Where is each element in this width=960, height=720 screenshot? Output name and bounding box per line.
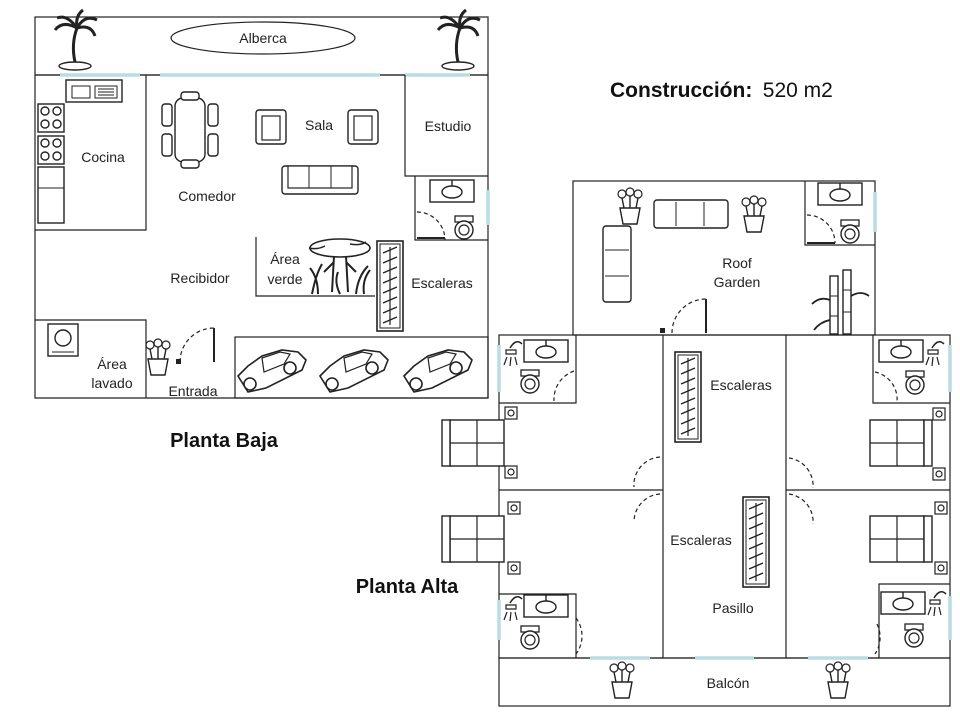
room-label-escaleras: Escaleras [411,275,472,291]
room-label-entrada: Entrada [168,383,217,399]
stairs-icon [742,496,770,588]
armchair-icon [255,109,287,145]
room-label-roof: Roof [722,255,752,271]
nightstand-icon [934,561,948,575]
bamboo-icon [811,269,870,335]
nightstand-icon [504,406,518,420]
door-icon [806,214,836,244]
plant-pot-icon [741,195,767,233]
nightstand-icon [932,467,946,481]
nightstand-icon [504,465,518,479]
bed-icon [869,515,933,563]
room-label-area-lavado-1: Área [97,356,127,372]
room-label-escaleras-1: Escaleras [710,377,771,393]
sink-icon [880,591,926,615]
flower-pot-icon [609,661,635,699]
ground-floor-plan [34,8,490,399]
nightstand-icon [507,501,521,515]
room-label-area-lavado-2: lavado [91,375,132,391]
room-label-comedor: Comedor [178,188,236,204]
room-label-recibidor: Recibidor [170,270,229,286]
sink-icon [429,179,475,203]
door-icon [660,298,707,334]
stairs-icon [376,240,404,332]
door-icon [553,370,575,402]
garage [234,336,489,399]
room-label-estudio: Estudio [425,118,472,134]
fridge-icon [37,166,65,224]
bed-icon [869,419,933,467]
shower-icon [925,341,945,367]
armchair-icon [347,109,379,145]
room-label-sala: Sala [305,117,333,133]
sink-icon [523,594,569,618]
sofa-icon [281,165,359,195]
door-icon [788,493,814,525]
palm-tree-icon [436,8,482,72]
toilet-icon [520,369,540,394]
bed-icon [441,515,505,563]
shower-icon [503,596,523,622]
room-label-escaleras-2: Escaleras [670,532,731,548]
door-icon [788,457,814,489]
room-label-balcon: Balcón [707,675,750,691]
bed-icon [441,419,505,467]
room-label-area-verde-1: Área [270,251,300,267]
door-icon [416,211,446,241]
door-icon [575,617,583,655]
tree-icon [308,238,371,293]
sink-icon [817,182,863,206]
shower-icon [927,591,947,617]
toilet-icon [520,625,540,650]
sink-icon [523,339,569,363]
construction-title: Construcción: 520 m2 [610,79,833,102]
flower-pot-icon [617,187,643,225]
washing-machine-icon [47,323,79,357]
door-icon [176,327,215,364]
car-icon [237,349,307,393]
shower-icon [503,341,523,367]
construction-label: Construcción: [610,79,752,102]
upper-floor-plan [441,180,952,707]
sofa-icon [653,199,729,229]
room-label-cocina: Cocina [81,149,125,165]
room-label-pasillo: Pasillo [712,600,753,616]
plant-pot-icon [145,338,171,376]
plant-icon [309,263,371,295]
stairs-icon [674,351,702,443]
door-icon [874,371,898,403]
construction-value: 520 m2 [763,79,833,102]
nightstand-icon [507,561,521,575]
toilet-icon [905,370,925,395]
toilet-icon [904,623,924,648]
door-icon [874,623,881,655]
car-icon [403,349,473,393]
dining-table-icon [161,91,219,169]
toilet-icon [454,215,474,240]
heading-planta-alta: Planta Alta [356,576,459,598]
room-label-garden: Garden [714,274,761,290]
pool [170,21,356,55]
flower-pot-icon [825,661,851,699]
palm-tree-icon [53,8,99,72]
car-icon [319,349,389,393]
room-label-area-verde-2: verde [267,271,302,287]
room-label-alberca: Alberca [239,30,287,46]
nightstand-icon [934,501,948,515]
sink-icon [878,339,924,363]
nightstand-icon [932,407,946,421]
heading-planta-baja: Planta Baja [170,430,279,452]
toilet-icon [840,219,860,244]
stove-icon [37,135,65,165]
door-icon [633,493,661,523]
door-icon [633,456,661,488]
sofa-icon [602,225,632,303]
stove-icon [37,103,65,133]
